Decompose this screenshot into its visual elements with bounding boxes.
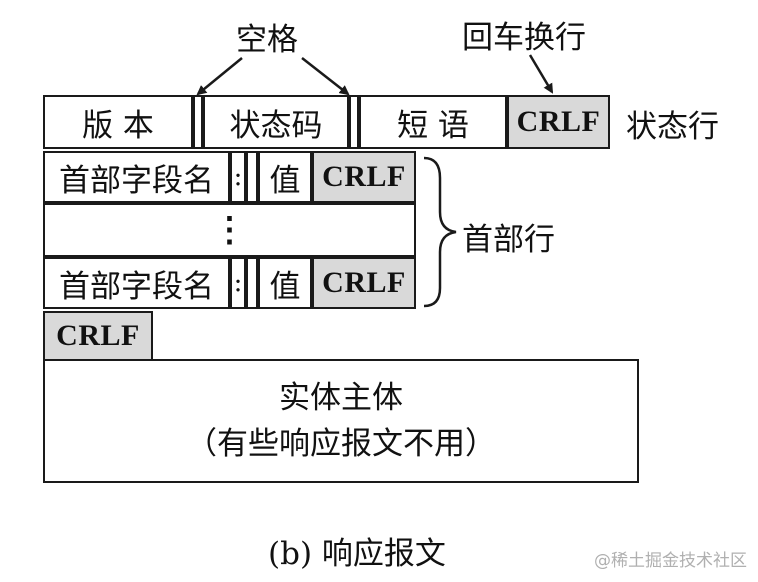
entity-body: 实体主体 （有些响应报文不用）	[43, 359, 639, 483]
crlf-arrow	[528, 54, 554, 94]
space-separator	[193, 95, 203, 149]
header-crlf-cell: CRLF	[312, 257, 416, 309]
entity-body-note: （有些响应报文不用）	[186, 426, 496, 462]
entity-body-title: 实体主体	[279, 380, 403, 416]
header-value: 值	[258, 151, 312, 203]
status-crlf-cell: CRLF	[507, 95, 610, 149]
space-arrow-right	[301, 57, 350, 96]
status-code-cell: 状态码	[203, 95, 349, 149]
header-lines-label: 首部行	[462, 222, 555, 258]
version-cell: 版 本	[43, 95, 193, 149]
header-colon: :	[230, 257, 246, 309]
space-separator	[246, 151, 258, 203]
space-separator	[349, 95, 359, 149]
blank-line-crlf-cell: CRLF	[43, 311, 153, 361]
status-line-label: 状态行	[626, 109, 719, 145]
watermark: @稀土掘金技术社区	[594, 551, 747, 571]
header-brace	[423, 156, 457, 308]
header-colon: :	[230, 151, 246, 203]
header-ellipsis-row: ⋮	[43, 203, 416, 257]
space-annotation: 空格	[236, 22, 298, 58]
header-crlf-cell: CRLF	[312, 151, 416, 203]
space-separator	[246, 257, 258, 309]
header-field-name: 首部字段名	[43, 151, 230, 203]
header-value: 值	[258, 257, 312, 309]
header-field-name: 首部字段名	[43, 257, 230, 309]
crlf-annotation: 回车换行	[462, 20, 586, 56]
space-arrow-left	[196, 57, 243, 96]
phrase-cell: 短 语	[359, 95, 507, 149]
figure-caption: (b) 响应报文	[268, 536, 446, 572]
